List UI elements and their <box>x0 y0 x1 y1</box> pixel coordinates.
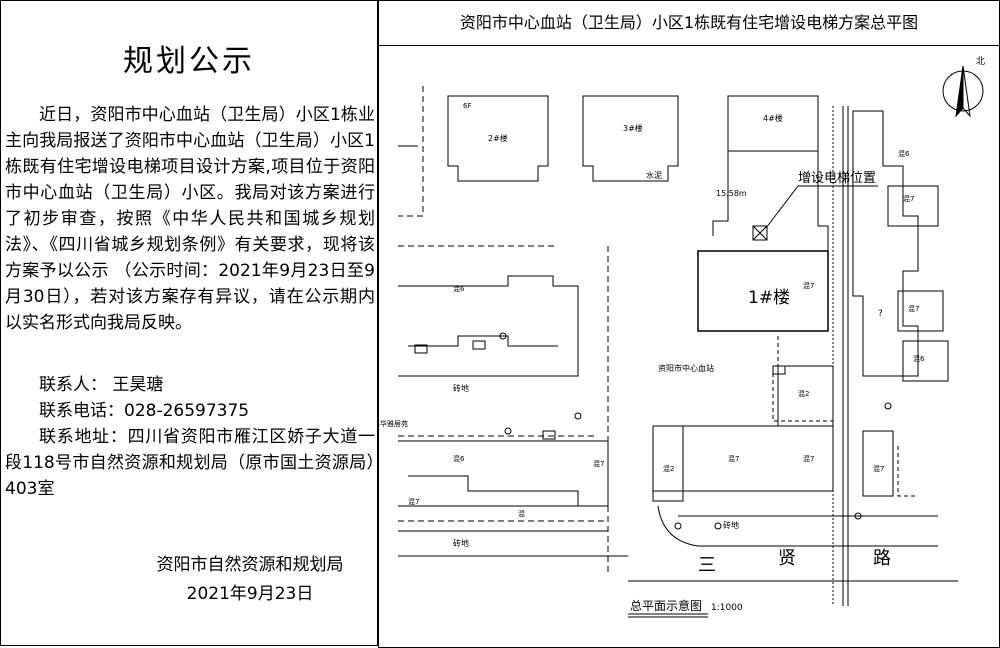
label-concrete: 水泥 <box>646 170 662 180</box>
label-mix: 混7 <box>903 194 914 203</box>
notice-panel <box>0 0 378 646</box>
label-mix: 混2 <box>798 389 809 398</box>
label-mix: 混6 <box>453 284 465 293</box>
contact-person: 联系人： 王昊瑭 <box>39 375 164 395</box>
signature-org: 资阳市自然资源和规划局 <box>156 555 344 575</box>
label-brick-1: 砖地 <box>453 383 469 393</box>
label-neighbor: 嘉华雅居苑 <box>378 419 408 428</box>
plan-title: 资阳市中心血站（卫生局）小区1栋既有住宅增设电梯方案总平图 <box>378 0 1000 46</box>
label-building-1: 1#楼 <box>748 288 790 308</box>
notice-body: 近日，资阳市中心血站（卫生局）小区1栋业主向我局报送了资阳市中心血站（卫生局）小… <box>5 102 375 336</box>
label-brick-3: 砖地 <box>453 538 469 548</box>
road-char-2: 贤 <box>778 548 796 569</box>
north-arrow-icon <box>942 65 984 118</box>
label-height: 15.58m <box>716 189 747 198</box>
label-mix: 混6 <box>898 149 910 158</box>
label-floor: 6F <box>463 102 471 110</box>
signature-date: 2021年9月23日 <box>186 584 314 604</box>
road-char-3: 路 <box>873 548 891 569</box>
label-question: ? <box>878 309 883 319</box>
label-mix: 混7 <box>908 304 919 313</box>
plan-caption: 总平面示意图 <box>630 598 702 613</box>
building-1 <box>697 250 829 332</box>
notice-title: 规划公示 <box>123 44 255 79</box>
label-mix: 混6 <box>913 354 925 363</box>
elevator-callout: 增设电梯位置 <box>798 171 876 186</box>
label-brick-2: 砖地 <box>723 520 739 530</box>
label-mix: 混7 <box>408 497 419 506</box>
north-label: 北 <box>976 56 985 67</box>
elevator-callout-line <box>765 185 878 229</box>
label-mix: 混7 <box>803 454 814 463</box>
contact-address: 联系地址：四川省资阳市雁江区娇子大道一段118号市自然资源和规划局（原市国土资源… <box>5 427 375 499</box>
label-mix: 混7 <box>593 459 604 468</box>
plan-scale: 1:1000 <box>711 603 743 613</box>
label-mix: 混7 <box>728 454 739 463</box>
label-mix: 混6 <box>453 454 465 463</box>
elevator-box <box>752 225 768 241</box>
label-building-4: 4#楼 <box>763 113 783 123</box>
label-building-2: 2#楼 <box>488 133 508 143</box>
building-4 <box>727 95 819 152</box>
building-3 <box>582 95 679 182</box>
label-site: 资阳市中心血站 <box>658 363 714 373</box>
contact-phone: 联系电话：028-26597375 <box>39 401 250 421</box>
label-building-3: 3#楼 <box>623 123 643 133</box>
building-2 <box>447 95 549 182</box>
label-mix: 混2 <box>663 464 674 473</box>
notice-paragraph: 近日，资阳市中心血站（卫生局）小区1栋业主向我局报送了资阳市中心血站（卫生局）小… <box>5 105 375 333</box>
road-char-1: 三 <box>698 555 716 576</box>
label-mix: 混 <box>518 509 525 518</box>
site-plan: 北 2#楼 3#楼 4#楼 6F 水泥 15.58m 增设电梯位置 1#楼 资阳… <box>378 56 985 618</box>
label-mix: 混7 <box>873 464 884 473</box>
label-mix: 混7 <box>803 281 814 290</box>
